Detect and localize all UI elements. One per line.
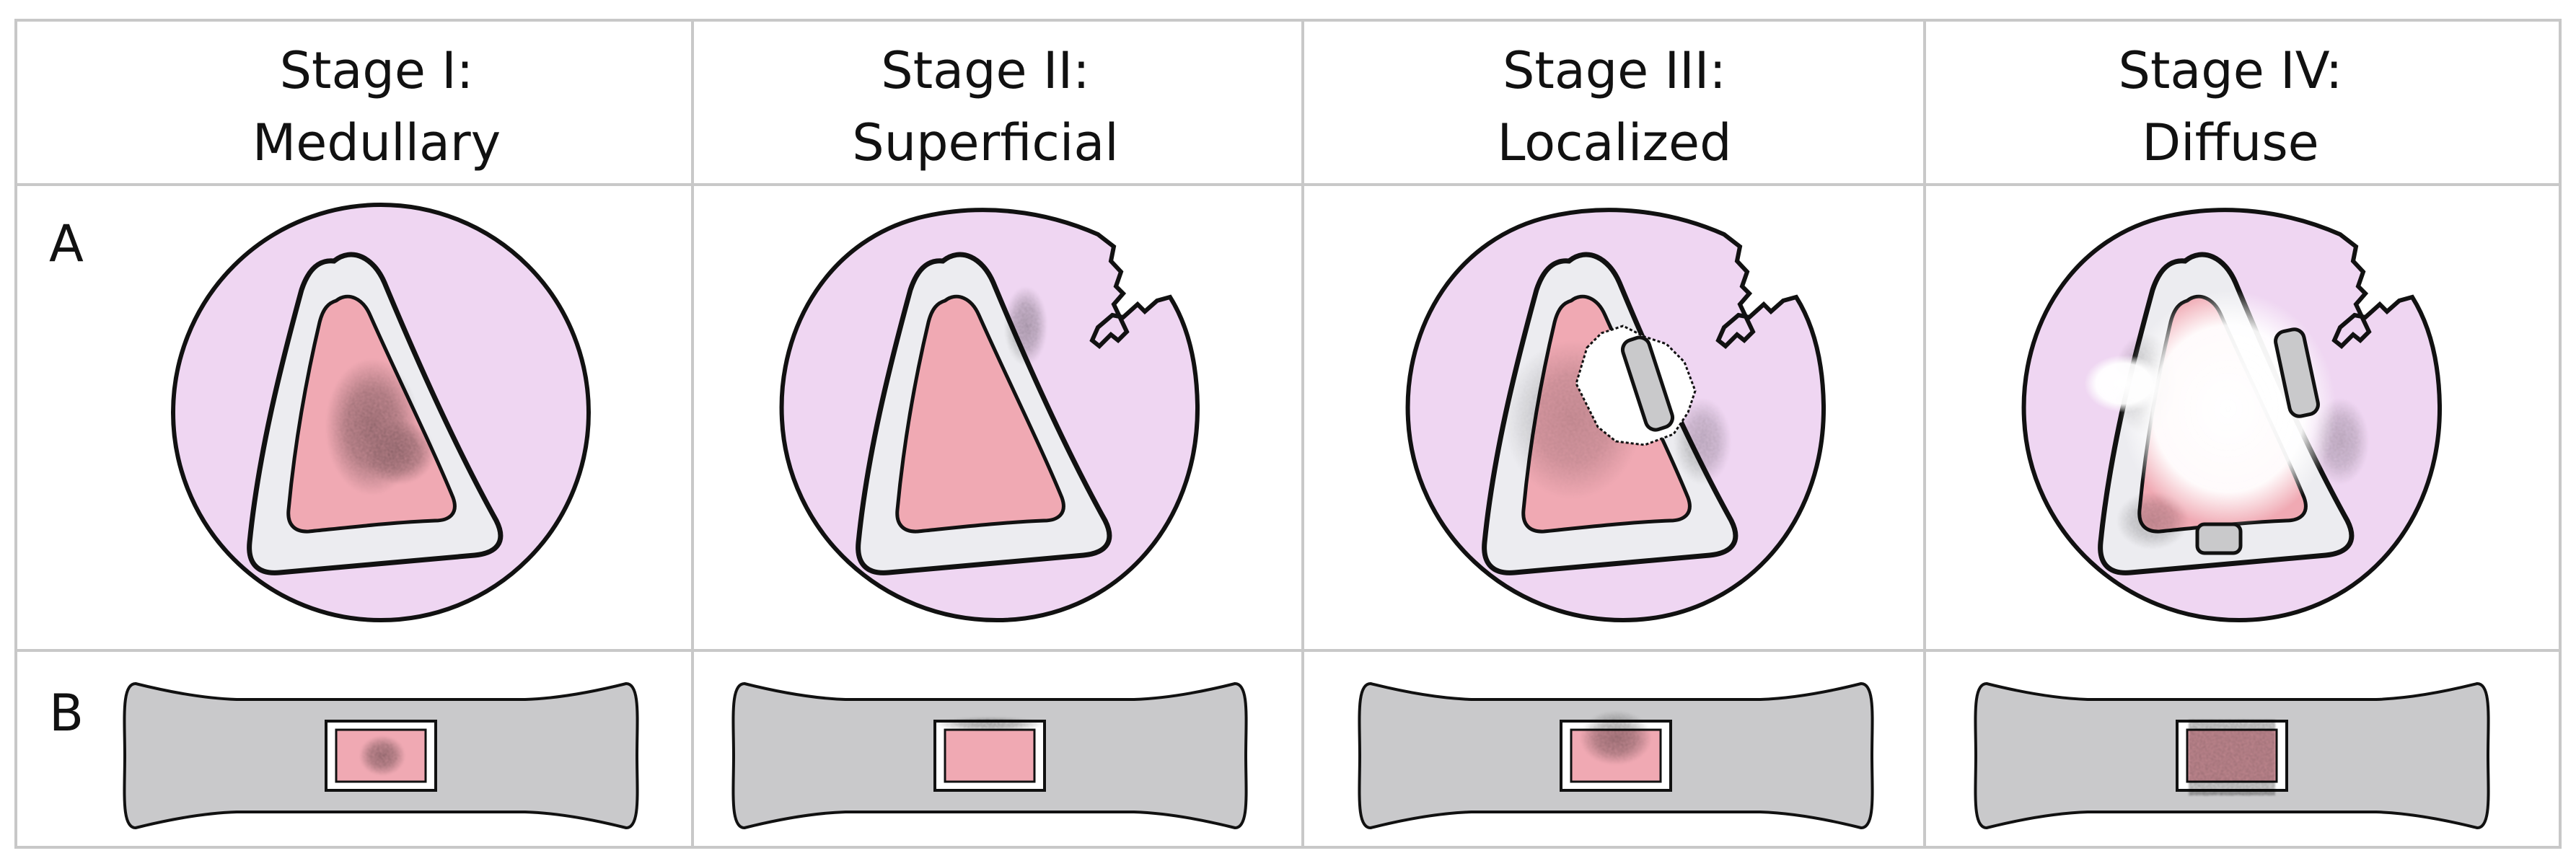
header-stage-3-line1: Stage III: — [1503, 41, 1726, 100]
header-stage-2-line1: Stage II: — [881, 41, 1089, 100]
cross-section-stage-3 — [1405, 208, 1827, 623]
header-stage-1-line1: Stage I: — [280, 41, 474, 100]
header-stage-1-line2: Medullary — [252, 113, 501, 172]
header-stage-4-line1: Stage IV: — [2119, 41, 2343, 100]
cross-section-stage-1 — [171, 203, 591, 622]
row-label-a: A — [49, 214, 84, 273]
header-stage-2-line2: Superficial — [852, 113, 1118, 172]
medullary-lesion — [325, 358, 435, 495]
table-grid — [14, 19, 2562, 849]
cross-section-stage-4 — [2021, 208, 2443, 623]
header-stage-3-line2: Localized — [1497, 113, 1731, 172]
long-bone-stage-3 — [1358, 681, 1874, 830]
header-stage-4-line2: Diffuse — [2142, 113, 2318, 172]
sequestrum-fragment-lower — [2195, 522, 2243, 555]
row-label-b: B — [49, 684, 84, 743]
sequestrum-fragment-upper — [2274, 327, 2320, 418]
sequestrum-fragment — [1620, 335, 1675, 432]
long-bone-stage-4 — [1974, 681, 2490, 830]
long-bone-stage-2 — [731, 681, 1248, 830]
long-bone-stage-1 — [123, 681, 639, 830]
column-headers: Stage I: Medullary Stage II: Superficial… — [252, 41, 2343, 172]
cross-section-stage-2 — [779, 208, 1200, 623]
cortical-surface-lesion — [1004, 286, 1047, 366]
